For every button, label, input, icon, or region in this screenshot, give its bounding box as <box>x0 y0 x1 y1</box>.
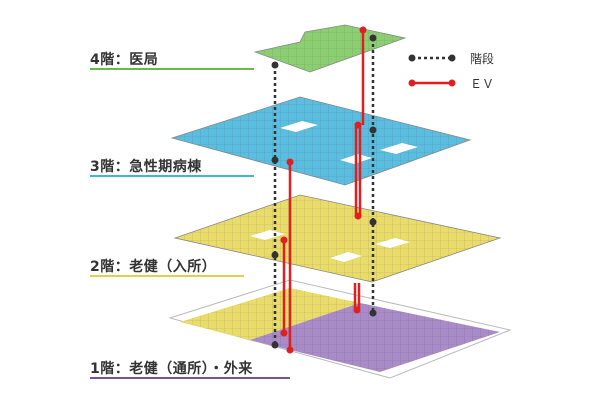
stairs-lines <box>271 34 377 349</box>
floor-2-plan <box>173 194 502 283</box>
elevator-dot <box>359 26 367 34</box>
legend-ev-label: ＥＶ <box>470 77 495 91</box>
legend-markers <box>408 54 456 87</box>
elevator-lines <box>280 26 367 354</box>
legend-ev-dot <box>408 79 416 87</box>
stairs-dot <box>369 309 377 317</box>
stairs-dot <box>271 251 279 259</box>
legend-stairs-label: 階段 <box>470 52 495 66</box>
floor-label-3: 3階：急性期病棟 <box>90 159 202 175</box>
stairs-dot <box>271 341 279 349</box>
floor-1-plan <box>168 279 512 379</box>
floor-underline-2 <box>90 275 244 277</box>
elevator-dot <box>280 329 288 337</box>
floor-4-plan <box>253 24 407 73</box>
stairs-dot <box>369 34 377 42</box>
elevator-dot <box>280 236 288 244</box>
floor-label-1: 1階：老健（通所）・外来 <box>90 361 253 377</box>
stairs-dot <box>369 218 377 226</box>
floor-label-2: 2階：老健（入所） <box>90 259 217 275</box>
legend-ev-dot <box>448 79 456 87</box>
legend-stairs-dot <box>448 54 456 62</box>
floor-label-4: 4階：医局 <box>90 52 159 68</box>
floor-3-plan <box>170 96 472 186</box>
stairs-dot <box>271 61 279 69</box>
elevator-dot <box>353 306 361 314</box>
stairs-dot <box>369 126 377 134</box>
floor-underline-4 <box>90 68 254 70</box>
floor-underline-1 <box>90 377 290 379</box>
floor-underline-3 <box>90 175 254 177</box>
elevator-dot <box>286 158 294 166</box>
stairs-dot <box>271 156 279 164</box>
elevator-dot <box>354 212 362 220</box>
elevator-dot <box>286 346 294 354</box>
elevator-dot <box>354 121 362 129</box>
legend-stairs-dot <box>408 54 416 62</box>
